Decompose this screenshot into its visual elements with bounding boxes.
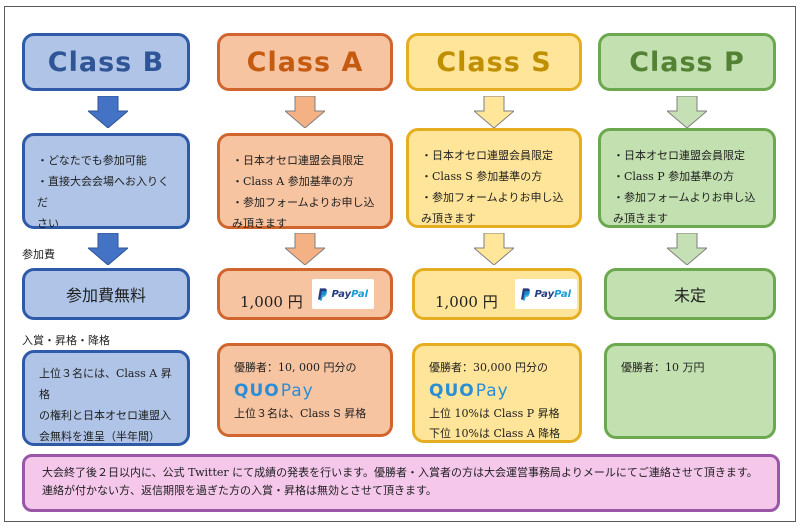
class-b-fee: 参加費無料 (22, 268, 190, 320)
notice-line: 連絡が付かない方、返信期限を過ぎた方の入賞・昇格は無効とさせて頂きます。 (42, 484, 437, 497)
fee-label: 参加費 (22, 248, 55, 261)
class-s-header: Class S (406, 33, 582, 91)
class-s-fee: 1,000 円 PayPal (412, 268, 582, 320)
fee-amount: 1,000 円 (240, 293, 303, 311)
arrow-down-icon (667, 96, 707, 128)
arrow-down-icon (474, 233, 514, 265)
prize-label: 入賞・昇格・降格 (22, 334, 110, 347)
class-a-header: Class A (217, 33, 393, 91)
class-b-title: Class B (47, 46, 165, 78)
class-s-eligibility: ・日本オセロ連盟会員限定 ・Class S 参加基準の方 ・参加フォームよりお申… (406, 128, 582, 228)
arrow-down-icon (474, 96, 514, 128)
arrow-down-icon (667, 233, 707, 265)
paypal-icon (318, 288, 327, 301)
paypal-logo: PayPal (515, 279, 577, 309)
class-a-eligibility: ・日本オセロ連盟会員限定 ・Class A 参加基準の方 ・参加フォームよりお申… (217, 133, 393, 230)
arrow-down-icon (88, 96, 128, 128)
arrow-down-icon (88, 233, 128, 265)
class-b-prize: 上位３名には、Class A 昇格 の権利と日本オセロ連盟入 会無料を進呈（半年… (22, 350, 190, 446)
paypal-logo: PayPal (312, 279, 374, 309)
results-notice: 大会終了後２日以内に、公式 Twitter にて成績の発表を行います。優勝者・入… (22, 454, 780, 512)
arrow-down-icon (285, 96, 325, 128)
class-a-fee: 1,000 円 PayPal (217, 268, 393, 320)
class-p-eligibility: ・日本オセロ連盟会員限定 ・Class P 参加基準の方 ・参加フォームよりお申… (598, 128, 776, 228)
class-p-prize: 優勝者：10 万円 (604, 343, 776, 439)
class-b-header: Class B (22, 33, 190, 91)
class-b-eligibility: ・どなたでも参加可能 ・直接大会会場へお入りくだ さい (22, 133, 190, 230)
class-s-title: Class S (436, 46, 552, 78)
notice-line: 大会終了後２日以内に、公式 Twitter にて成績の発表を行います。優勝者・入… (42, 466, 758, 479)
class-a-title: Class A (246, 46, 364, 78)
class-p-header: Class P (598, 33, 776, 91)
class-p-title: Class P (629, 46, 745, 78)
diagram-frame (4, 6, 796, 522)
arrow-down-icon (285, 233, 325, 265)
paypal-icon (521, 288, 530, 301)
class-p-fee: 未定 (604, 268, 776, 320)
fee-amount: 1,000 円 (435, 293, 498, 311)
